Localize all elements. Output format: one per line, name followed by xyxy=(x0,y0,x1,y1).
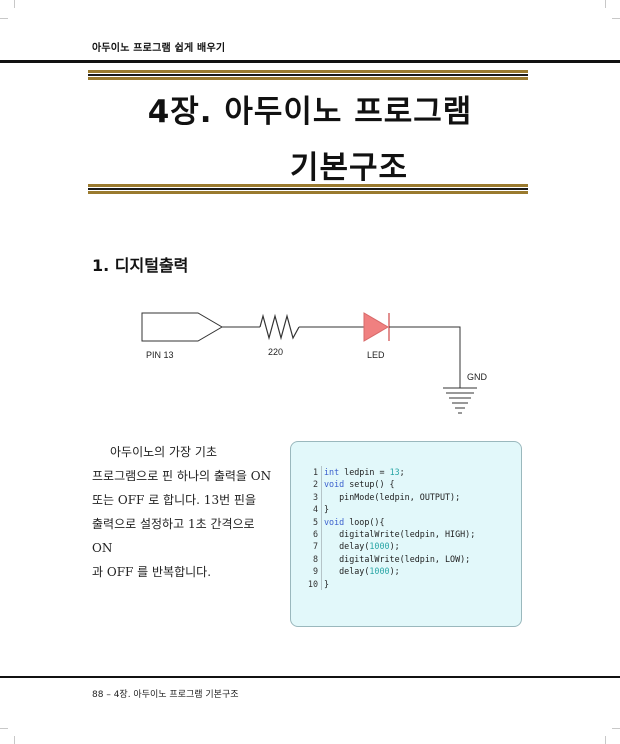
running-header: 아두이노 프로그램 쉽게 배우기 xyxy=(92,43,226,54)
gnd-label: GND xyxy=(467,372,488,382)
footer-rule xyxy=(0,676,620,678)
code-line: 9 delay(1000); xyxy=(312,565,400,578)
crop-mark xyxy=(612,18,620,19)
title-rule-bottom xyxy=(88,184,528,194)
section-title: 1. 디지털출력 xyxy=(92,256,189,275)
title-rule-top xyxy=(88,70,528,80)
code-line: 4} xyxy=(312,503,330,516)
chapter-title-line1: 4장. 아두이노 프로그램 xyxy=(147,94,473,130)
code-line: 3 pinMode(ledpin, OUTPUT); xyxy=(312,490,461,504)
code-line: 8 digitalWrite(ledpin, LOW); xyxy=(312,552,471,566)
page-number: 88 xyxy=(92,690,104,700)
code-line: 10} xyxy=(307,577,330,591)
ground-symbol xyxy=(443,387,477,414)
code-line: 6 digitalWrite(ledpin, HIGH); xyxy=(312,528,476,541)
crop-mark xyxy=(14,0,15,8)
circuit-diagram: PIN 13 220 LED GND xyxy=(141,312,488,414)
header-rule xyxy=(0,60,620,63)
code-line: 7 delay(1000); xyxy=(312,540,400,553)
resistor-label: 220 xyxy=(268,347,283,357)
wire xyxy=(389,326,461,388)
crop-mark xyxy=(612,728,620,729)
crop-mark xyxy=(605,0,606,8)
paragraph-line: 아두이노의 가장 기초 xyxy=(110,445,217,459)
crop-mark xyxy=(14,736,15,744)
paragraph-line: 과 OFF 를 반복합니다. xyxy=(92,565,212,579)
footer-chapter: 4장. 아두이노 프로그램 기본구조 xyxy=(113,690,239,700)
led-symbol xyxy=(363,312,389,342)
paragraph-line: 출력으로 설정하고 1초 간격으로 ON xyxy=(92,517,255,555)
footer-separator: – xyxy=(106,690,111,700)
crop-mark xyxy=(0,728,8,729)
resistor-symbol xyxy=(259,313,300,341)
chapter-title-line2: 기본구조 xyxy=(290,150,409,186)
crop-mark xyxy=(0,18,8,19)
paragraph-line: 또는 OFF 로 합니다. 13번 핀을 xyxy=(92,493,257,507)
code-box xyxy=(290,441,522,627)
crop-mark xyxy=(605,736,606,744)
pin-connector-shape xyxy=(141,312,223,342)
body-paragraph: 아두이노의 가장 기초 프로그램으로 핀 하나의 출력을 ON 또는 OFF 로… xyxy=(92,440,278,584)
pin-label: PIN 13 xyxy=(146,350,174,360)
page-footer: 88 – 4장. 아두이노 프로그램 기본구조 xyxy=(92,687,239,700)
led-label: LED xyxy=(367,350,385,360)
paragraph-line: 프로그램으로 핀 하나의 출력을 ON xyxy=(92,469,272,483)
